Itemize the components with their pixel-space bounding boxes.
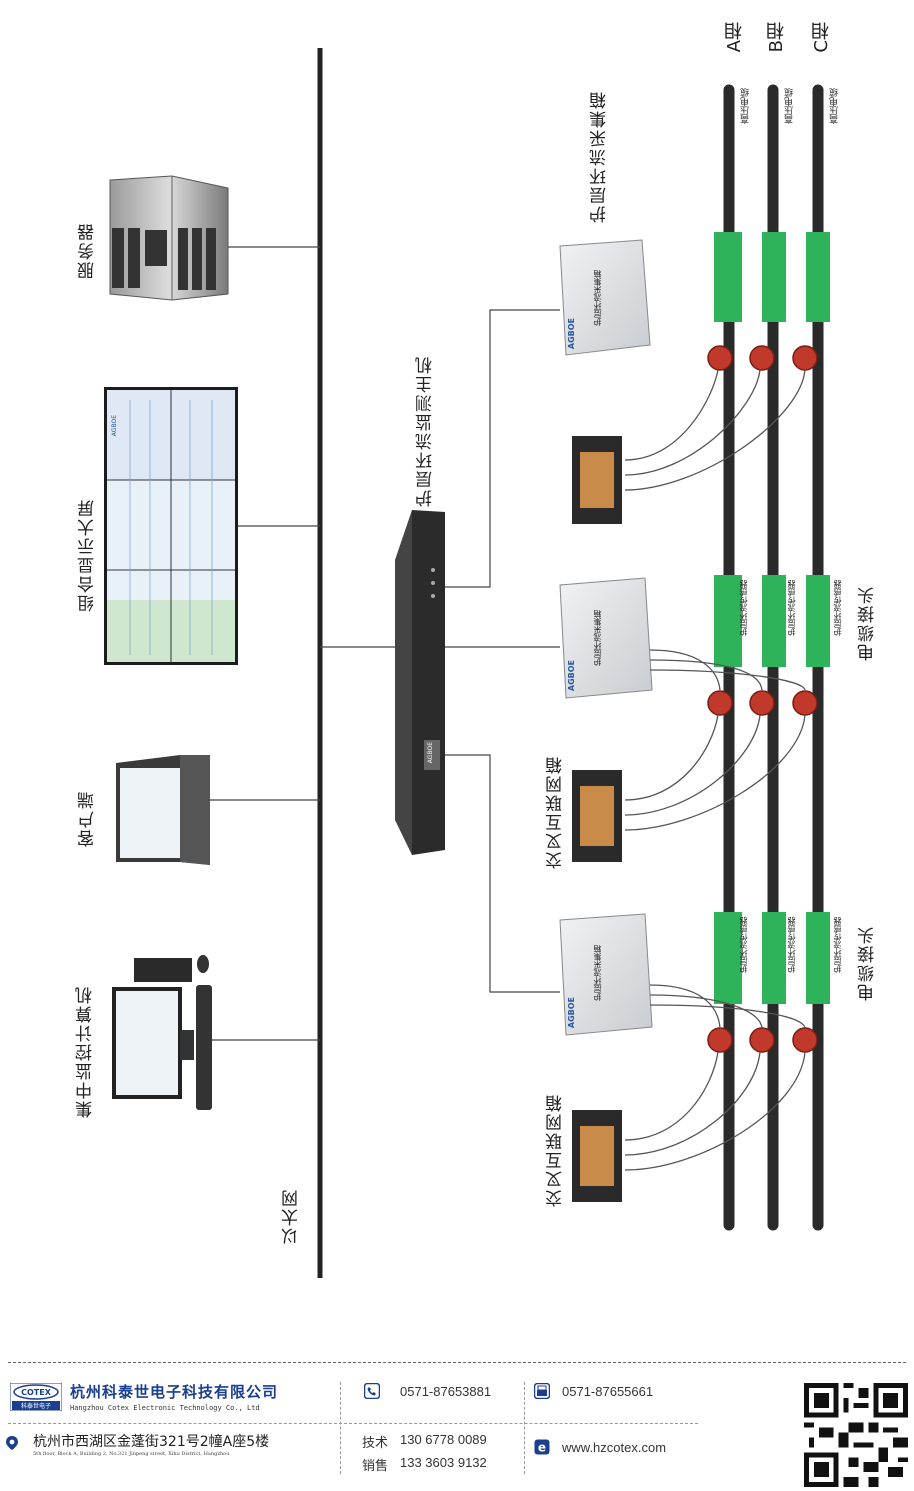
collector-nameplate: 护层环流采集箱 — [593, 610, 602, 666]
host-device — [395, 510, 445, 855]
collector-nameplate: 护层环流采集箱 — [593, 945, 602, 1001]
tech-phone: 130 6778 0089 — [400, 1432, 487, 1447]
server-label: 服务器 — [78, 222, 98, 279]
phone-icon — [364, 1383, 380, 1399]
cross-bond-boxes — [572, 436, 622, 1202]
phase-c-label: C相 — [811, 22, 832, 53]
sensor-wires — [624, 369, 806, 1171]
collector-brand: AGBOE — [567, 997, 576, 1029]
company-name: 杭州科泰世电子科技有限公司 — [70, 1383, 279, 1401]
phase-a-label: A相 — [724, 22, 745, 53]
host-brand: AGBOE — [427, 742, 434, 764]
current-transformers — [707, 345, 818, 1053]
cable-joint-label-2: 电缆接头 — [858, 925, 878, 1001]
collector-brand: AGBOE — [567, 660, 576, 692]
website[interactable]: www.hzcotex.com — [562, 1440, 667, 1455]
ethernet-branches — [210, 246, 405, 1041]
footer-divider — [524, 1382, 525, 1474]
display-wall-device — [104, 387, 238, 665]
phone-number: 0571-87653881 — [400, 1384, 492, 1399]
server-device — [109, 175, 229, 301]
address: 杭州市西湖区金蓬街321号2幢A座5楼 — [33, 1434, 270, 1450]
footer: COTEX 科泰世电子 杭州科泰世电子科技有限公司 Hangzhou Cotex… — [0, 1360, 914, 1491]
laptop-device — [116, 755, 210, 865]
sensor-label: 护层环流传感器 — [739, 580, 748, 636]
company-logo: COTEX 科泰世电子 — [10, 1383, 62, 1411]
collector-boxes — [559, 239, 653, 1036]
footer-divider — [340, 1382, 341, 1474]
hv-cable-label-a: 高压电缆 — [741, 88, 751, 124]
cable-joint-label-1: 电缆接头 — [858, 585, 878, 661]
ethernet-label: 以太网 — [282, 1188, 302, 1245]
sensor-sections — [714, 232, 830, 1004]
sensor-label: 护层环流传感器 — [787, 917, 796, 973]
web-icon: e — [534, 1439, 550, 1455]
cross-box-label-1: 交叉互联网箱 — [546, 755, 566, 869]
phase-b-label: B相 — [766, 22, 787, 53]
client-label: 客户端 — [78, 790, 98, 847]
diagram-canvas — [104, 48, 830, 1278]
tech-label: 技术 — [362, 1435, 389, 1450]
address-en: 5th floor, Block A, Building 2, No.321 J… — [33, 1451, 230, 1457]
sales-phone: 133 3603 9132 — [400, 1455, 487, 1470]
collector-nameplate: 护层环流采集箱 — [593, 270, 602, 326]
footer-mid-divider — [8, 1423, 698, 1424]
footer-top-divider — [8, 1362, 906, 1363]
system-diagram: 以太网 集中监控计算机 客户端 组合显示大屏 服务器 护层环流监测主机 护层环流… — [76, 22, 878, 1278]
central-pc-label: 集中监控计算机 — [76, 985, 96, 1118]
host-label: 护层环流监测主机 — [416, 355, 436, 507]
sensor-label: 护层环流传感器 — [833, 580, 842, 636]
sensor-label: 护层环流传感器 — [787, 580, 796, 636]
host-links — [445, 309, 560, 993]
cross-box-label-2: 交叉互联网箱 — [546, 1093, 566, 1207]
svg-text:COTEX: COTEX — [21, 1388, 52, 1397]
screen-brand: AGBOE — [111, 415, 118, 437]
sales-label: 销售 — [362, 1458, 389, 1473]
sensor-label: 护层环流传感器 — [739, 917, 748, 973]
svg-text:e: e — [538, 1441, 546, 1455]
display-wall-label: 组合显示大屏 — [78, 498, 98, 612]
collector-label: 护层环流采集箱 — [590, 90, 610, 223]
svg-text:科泰世电子: 科泰世电子 — [21, 1402, 51, 1410]
location-icon — [6, 1436, 18, 1450]
collector-brand: AGBOE — [567, 318, 576, 350]
company-name-en: Hangzhou Cotex Electronic Technology Co.… — [70, 1404, 260, 1412]
desktop-device — [112, 955, 212, 1110]
fax-number: 0571-87655661 — [562, 1384, 654, 1399]
sensor-label: 护层环流传感器 — [833, 917, 842, 973]
fax-icon — [534, 1383, 550, 1399]
hv-cable-label-b: 高压电缆 — [785, 88, 795, 124]
hv-cable-label-c: 高压电缆 — [830, 88, 840, 124]
qr-code — [804, 1383, 908, 1487]
